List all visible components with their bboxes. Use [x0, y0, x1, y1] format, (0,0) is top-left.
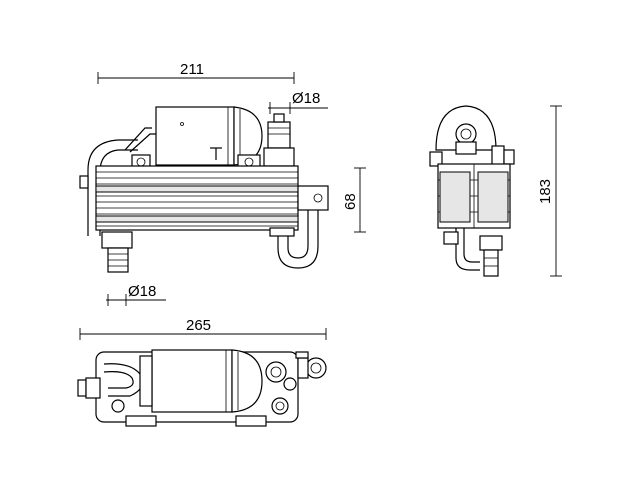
top-view [77, 349, 327, 427]
dim-overall-height-label: 183 [537, 179, 554, 204]
side-view [429, 105, 515, 277]
dim-overall-length-label: 265 [186, 317, 211, 334]
dim-lower-diameter-label: Ø18 [128, 283, 156, 300]
dimension-lower-diameter: Ø18 [106, 283, 166, 306]
dimension-top-length: 211 [97, 61, 295, 84]
dim-height-center-label: 68 [342, 193, 359, 210]
dimension-upper-diameter: Ø18 [268, 90, 328, 114]
dim-top-length-label: 211 [180, 61, 204, 78]
dimension-overall-length: 265 [79, 317, 327, 340]
dimension-height-center: 68 [342, 167, 366, 233]
front-view [79, 106, 329, 273]
dim-upper-diameter-label: Ø18 [292, 90, 320, 107]
dimension-overall-height: 183 [537, 105, 562, 277]
